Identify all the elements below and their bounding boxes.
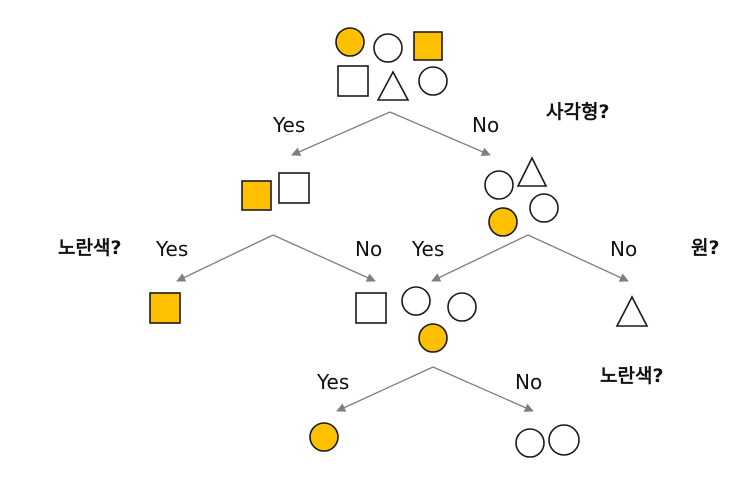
node-white-square-leaf <box>355 292 387 324</box>
tree-edges <box>176 111 629 412</box>
question-labels: 사각형? 노란색? 원? 노란색? <box>58 101 720 387</box>
yellow-square-shape <box>149 292 181 324</box>
node-white-circles-leaf <box>515 424 580 458</box>
yellow-square-shape <box>241 180 272 211</box>
white-circle-shape <box>515 428 545 458</box>
edge-left-yes <box>176 234 274 282</box>
label-bottom-yes: Yes <box>316 370 349 394</box>
yellow-square-shape <box>413 31 443 61</box>
question-is-yellow-bottom: 노란색? <box>600 365 663 387</box>
label-left-yes: Yes <box>155 237 188 261</box>
white-square-shape <box>278 172 310 204</box>
white-triangle-shape <box>615 295 649 327</box>
white-circle-shape <box>373 33 403 63</box>
edge-right-yes <box>431 234 529 282</box>
white-square-shape <box>355 292 387 324</box>
label-root-yes: Yes <box>272 113 305 137</box>
yellow-circle-shape <box>418 323 448 353</box>
white-triangle-shape <box>516 156 548 187</box>
white-circle-shape <box>548 424 580 456</box>
yellow-circle-shape <box>335 27 365 57</box>
node-non-squares <box>484 156 559 237</box>
node-triangle-leaf <box>615 295 649 327</box>
question-is-yellow-left: 노란색? <box>58 237 121 259</box>
node-yellow-circle-leaf <box>309 422 339 452</box>
node-circles <box>401 286 477 353</box>
question-is-circle: 원? <box>691 237 720 259</box>
edge-right-no <box>527 234 629 282</box>
white-circle-shape <box>418 66 448 96</box>
white-triangle-shape <box>376 70 410 101</box>
node-yellow-square-leaf <box>149 292 181 324</box>
label-bottom-no: No <box>515 370 542 394</box>
label-left-no: No <box>355 237 382 261</box>
white-circle-shape <box>401 286 431 316</box>
yellow-circle-shape <box>488 207 518 237</box>
label-right-no: No <box>610 237 637 261</box>
edge-root-no <box>389 111 491 156</box>
edge-labels: Yes No Yes No Yes No Yes No <box>155 113 637 394</box>
label-right-yes: Yes <box>411 237 444 261</box>
node-root <box>335 27 448 101</box>
edge-left-no <box>272 234 376 282</box>
yellow-circle-shape <box>309 422 339 452</box>
edge-bottom-no <box>432 366 534 412</box>
node-squares <box>241 172 310 211</box>
edge-bottom-yes <box>336 366 434 412</box>
white-square-shape <box>337 65 369 97</box>
label-root-no: No <box>472 113 499 137</box>
white-circle-shape <box>529 193 559 223</box>
white-circle-shape <box>484 170 514 200</box>
white-circle-shape <box>447 292 477 322</box>
question-is-square: 사각형? <box>546 101 609 123</box>
edge-root-yes <box>291 111 391 156</box>
